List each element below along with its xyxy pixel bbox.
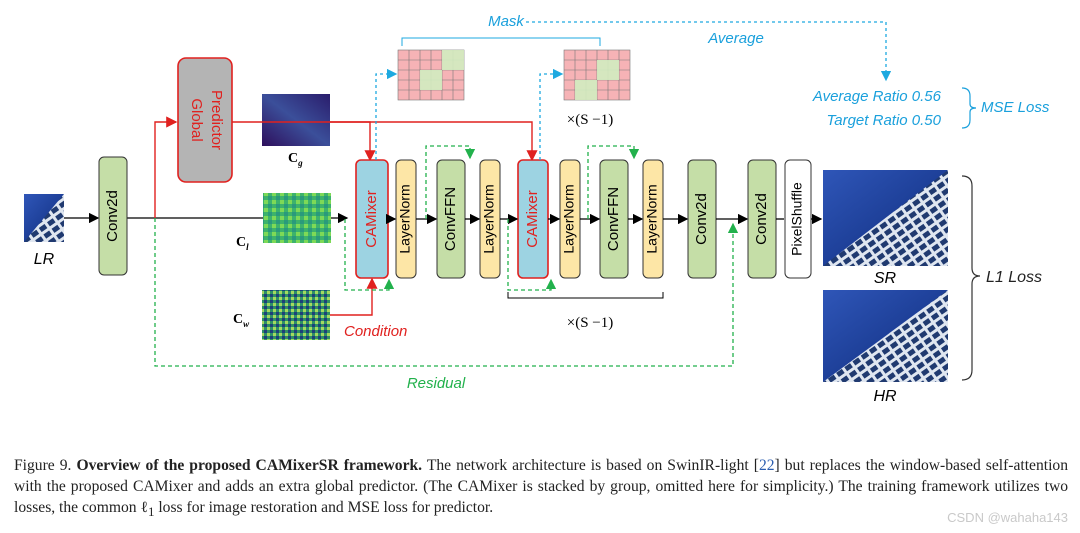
camixer-block-1: CAMixer xyxy=(355,159,389,279)
caption-text-b: ] but replaces the window-based self-att… xyxy=(14,457,1069,516)
convffn-block-1: ConvFFN xyxy=(436,159,466,279)
svg-text:Conv2d: Conv2d xyxy=(753,193,770,245)
l1-brace xyxy=(961,175,981,381)
caption-text-c: loss for image restoration and MSE loss … xyxy=(154,499,494,516)
caption-text-a: The network architecture is based on Swi… xyxy=(426,457,759,474)
lr-image xyxy=(24,194,64,242)
layernorm-block-3: LayerNorm xyxy=(559,159,581,279)
mask-grid-2 xyxy=(563,49,631,101)
arrow-condition xyxy=(330,277,378,316)
repeat-label-top: ×(S −1) xyxy=(567,112,614,128)
cg-map xyxy=(262,94,330,146)
mask-bracket xyxy=(401,37,601,46)
svg-text:CAMixer: CAMixer xyxy=(524,190,541,248)
mse-loss-label: MSE Loss xyxy=(981,99,1050,116)
pixelshuffle-block: PixelShuffle xyxy=(784,159,812,279)
svg-text:Predictor: Predictor xyxy=(208,90,225,150)
sr-image xyxy=(823,170,948,266)
mask-grid-1 xyxy=(397,49,465,101)
convffn-block-2: ConvFFN xyxy=(599,159,629,279)
condition-label: Condition xyxy=(344,323,407,340)
target-ratio: Target Ratio 0.50 xyxy=(826,112,941,129)
caption-title: Overview of the proposed CAMixerSR frame… xyxy=(76,457,423,474)
cl-map xyxy=(263,193,331,243)
svg-text:ConvFFN: ConvFFN xyxy=(605,187,622,251)
sr-label: SR xyxy=(874,270,897,287)
cg-label: Cg xyxy=(288,151,303,168)
mse-brace xyxy=(961,87,977,129)
watermark: CSDN @wahaha143 xyxy=(947,510,1068,525)
framework-diagram: LR Conv2d Global Predictor Cg Cl Cw Cond… xyxy=(24,13,1050,405)
caption-ref[interactable]: 22 xyxy=(758,457,775,474)
l1-loss-label: L1 Loss xyxy=(986,269,1042,286)
hr-label: HR xyxy=(873,388,897,405)
layernorm-block-2: LayerNorm xyxy=(479,159,501,279)
svg-text:LayerNorm: LayerNorm xyxy=(481,184,497,253)
skip-connections xyxy=(154,145,739,367)
figure-number: Figure 9. xyxy=(14,457,72,474)
arrow-cg-to-camixer2 xyxy=(330,121,538,162)
camixer-block-2: CAMixer xyxy=(517,159,549,279)
svg-text:Conv2d: Conv2d xyxy=(104,190,121,242)
residual-label: Residual xyxy=(407,375,466,392)
mask-label: Mask xyxy=(488,13,525,30)
svg-text:Conv2d: Conv2d xyxy=(693,193,710,245)
svg-text:LayerNorm: LayerNorm xyxy=(644,184,660,253)
conv2d-block-1: Conv2d xyxy=(98,156,128,276)
lr-label: LR xyxy=(34,251,55,268)
repeat-label-bottom: ×(S −1) xyxy=(567,315,614,331)
svg-text:LayerNorm: LayerNorm xyxy=(397,184,413,253)
conv2d-block-2: Conv2d xyxy=(687,159,717,279)
caption-subscript: 1 xyxy=(147,504,155,520)
conv2d-block-3: Conv2d xyxy=(747,159,777,279)
svg-text:ConvFFN: ConvFFN xyxy=(442,187,459,251)
cw-map xyxy=(262,290,330,340)
svg-text:LayerNorm: LayerNorm xyxy=(561,184,577,253)
svg-text:CAMixer: CAMixer xyxy=(363,190,380,248)
global-predictor-block: Global Predictor xyxy=(177,57,233,183)
mask-arrows xyxy=(375,21,892,160)
average-label: Average xyxy=(707,30,764,47)
svg-text:Global: Global xyxy=(188,98,205,141)
cw-label: Cw xyxy=(233,312,250,329)
svg-text:PixelShuffle: PixelShuffle xyxy=(789,182,805,256)
hr-image xyxy=(823,290,948,382)
layernorm-block-4: LayerNorm xyxy=(642,159,664,279)
cl-label: Cl xyxy=(236,235,249,252)
average-ratio: Average Ratio 0.56 xyxy=(812,88,942,105)
arrow-to-predictor xyxy=(154,116,178,218)
layernorm-block-1: LayerNorm xyxy=(395,159,417,279)
figure-caption: Figure 9. Overview of the proposed CAMix… xyxy=(14,455,1068,522)
repeat-bracket-bottom xyxy=(507,292,664,299)
